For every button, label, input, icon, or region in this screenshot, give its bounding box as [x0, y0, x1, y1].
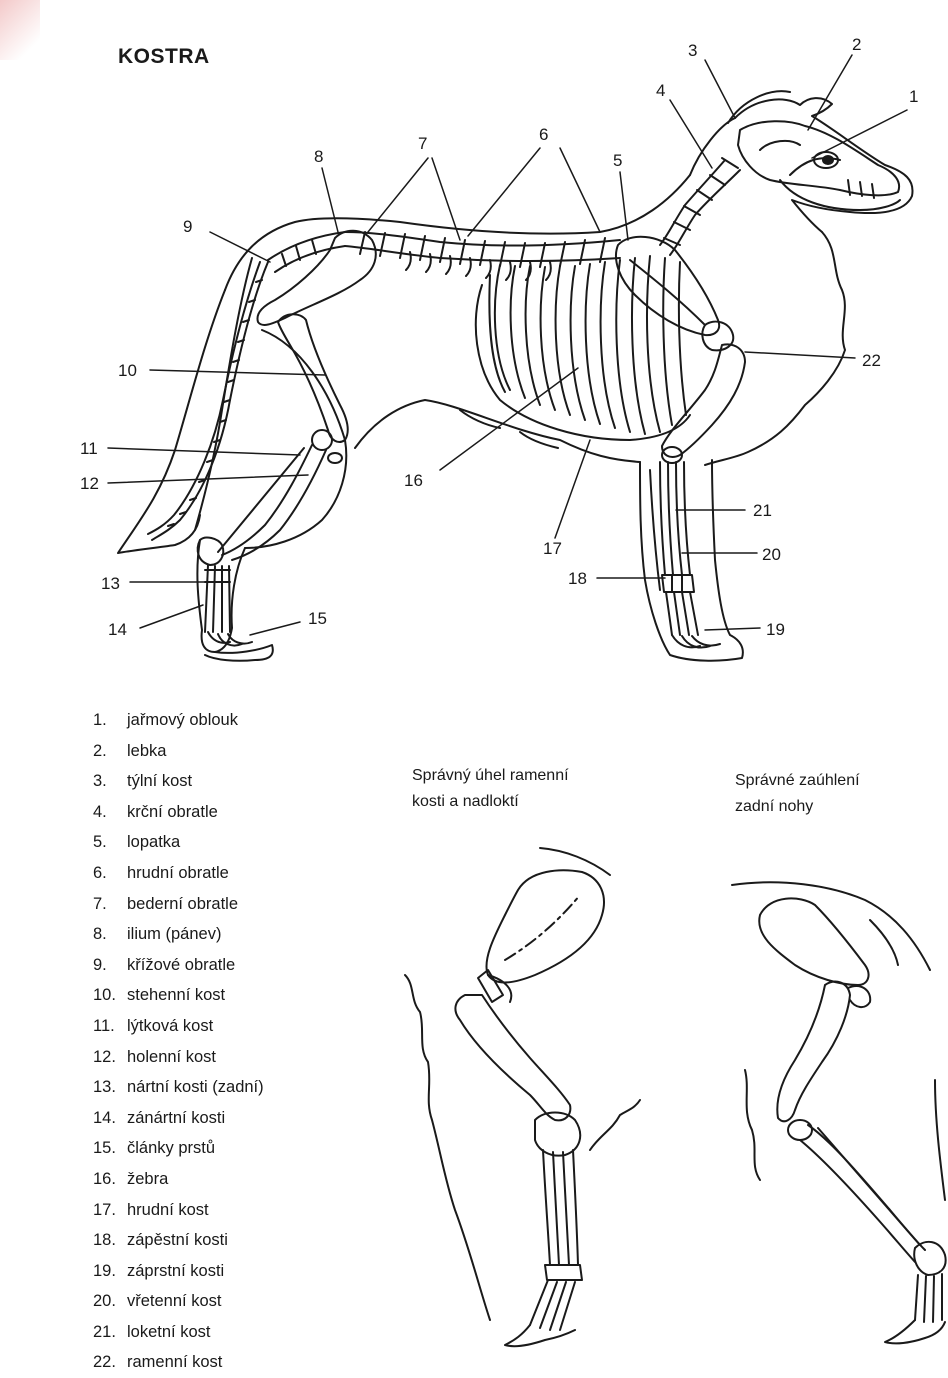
legend-item: 12.holenní kost: [93, 1042, 264, 1073]
hind-leg-angle-figure: [732, 882, 946, 1343]
callout-9: 9: [183, 217, 192, 236]
legend-item: 17.hrudní kost: [93, 1195, 264, 1226]
callout-11: 11: [80, 439, 98, 458]
callout-17: 17: [543, 539, 562, 558]
callout-15: 15: [308, 609, 327, 628]
caption-line: Správný úhel ramenní: [412, 763, 632, 789]
caption-line: kosti a nadloktí: [412, 789, 632, 815]
callout-20: 20: [762, 545, 781, 564]
legend-item: 11.lýtková kost: [93, 1011, 264, 1042]
callout-1: 1: [909, 87, 918, 106]
callout-4: 4: [656, 81, 665, 100]
callout-12: 12: [80, 474, 99, 493]
callout-18: 18: [568, 569, 587, 588]
callout-16: 16: [404, 471, 423, 490]
legend-item: 16.žebra: [93, 1164, 264, 1195]
legend-item: 1.jařmový oblouk: [93, 705, 264, 736]
legend-item: 7.bederní obratle: [93, 889, 264, 920]
callout-leader-lines: [108, 55, 907, 635]
callout-21: 21: [753, 501, 772, 520]
callout-14: 14: [108, 620, 127, 639]
legend-item: 2.lebka: [93, 736, 264, 767]
shoulder-angle-caption: Správný úhel ramenní kosti a nadloktí: [412, 763, 632, 815]
legend-item: 19.záprstní kosti: [93, 1256, 264, 1287]
legend-item: 3.týlní kost: [93, 766, 264, 797]
callout-5: 5: [613, 151, 622, 170]
legend-item: 5.lopatka: [93, 827, 264, 858]
legend-item: 8.ilium (pánev): [93, 919, 264, 950]
legend-item: 15.články prstů: [93, 1133, 264, 1164]
legend-item: 22.ramenní kost: [93, 1347, 264, 1378]
callout-7: 7: [418, 134, 427, 153]
legend-item: 20.vřetenní kost: [93, 1286, 264, 1317]
legend-item: 4.krční obratle: [93, 797, 264, 828]
legend-item: 18.zápěstní kosti: [93, 1225, 264, 1256]
dog-body-outline: [118, 91, 913, 661]
caption-line: Správné zaúhlení: [735, 768, 948, 794]
legend-item: 21.loketní kost: [93, 1317, 264, 1348]
skull-bones: [738, 121, 900, 210]
legend-item: 9.křížové obratle: [93, 950, 264, 981]
callout-19: 19: [766, 620, 785, 639]
callout-2: 2: [852, 35, 861, 54]
shoulder-angle-figure: [405, 848, 640, 1346]
callout-10: 10: [118, 361, 137, 380]
callout-8: 8: [314, 147, 323, 166]
legend-item: 13.nártní kosti (zadní): [93, 1072, 264, 1103]
legend-item: 10.stehenní kost: [93, 980, 264, 1011]
legend-list: 1.jařmový oblouk 2.lebka 3.týlní kost 4.…: [93, 705, 264, 1378]
callout-22: 22: [862, 351, 881, 370]
callout-13: 13: [101, 574, 120, 593]
legend-item: 14.zánártní kosti: [93, 1103, 264, 1134]
shoulder-front-leg-bones: [616, 237, 745, 648]
hind-leg-caption: Správné zaúhlení zadní nohy: [735, 768, 948, 820]
caption-line: zadní nohy: [735, 794, 948, 820]
callout-numbers: 1 2 3 4 5 6 7 8 9 10 11 12 13 14 15 16 1…: [80, 35, 918, 639]
legend-item: 6.hrudní obratle: [93, 858, 264, 889]
callout-6: 6: [539, 125, 548, 144]
callout-3: 3: [688, 41, 697, 60]
